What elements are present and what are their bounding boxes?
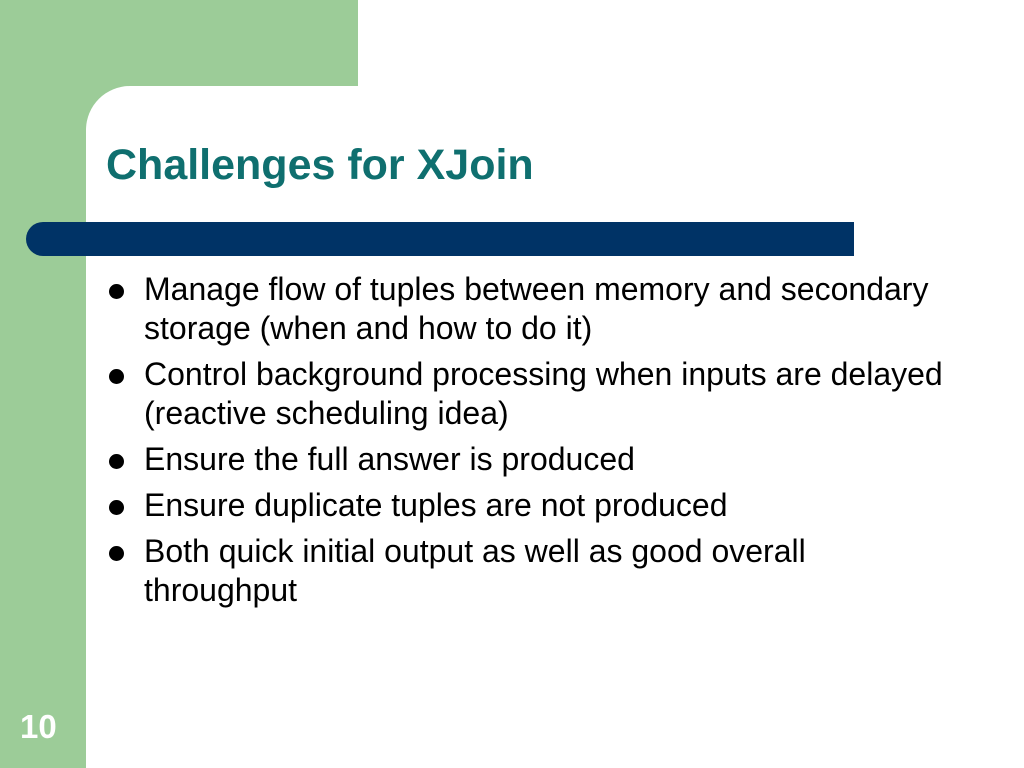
- bullet-dot-icon: [109, 284, 124, 299]
- slide-number: 10: [20, 708, 57, 745]
- bullet-text: Ensure duplicate tuples are not produced: [144, 487, 728, 523]
- bullet-dot-icon: [109, 454, 124, 469]
- bullet-text: Manage flow of tuples between memory and…: [144, 271, 929, 346]
- list-item: Ensure duplicate tuples are not produced: [106, 486, 946, 525]
- bullet-dot-icon: [109, 500, 124, 515]
- bullet-text: Control background processing when input…: [144, 356, 943, 431]
- top-accent-band: [0, 0, 358, 86]
- bullet-dot-icon: [109, 369, 124, 384]
- bullet-dot-icon: [109, 546, 124, 561]
- corner-curve: [86, 86, 166, 166]
- list-item: Both quick initial output as well as goo…: [106, 532, 946, 610]
- slide-title: Challenges for XJoin: [106, 141, 534, 189]
- bullet-text: Both quick initial output as well as goo…: [144, 533, 806, 608]
- list-item: Control background processing when input…: [106, 355, 946, 433]
- title-underline-bar: [26, 222, 854, 256]
- bullet-list: Manage flow of tuples between memory and…: [106, 270, 946, 617]
- list-item: Manage flow of tuples between memory and…: [106, 270, 946, 348]
- list-item: Ensure the full answer is produced: [106, 440, 946, 479]
- bullet-text: Ensure the full answer is produced: [144, 441, 635, 477]
- left-accent-band: [0, 0, 86, 768]
